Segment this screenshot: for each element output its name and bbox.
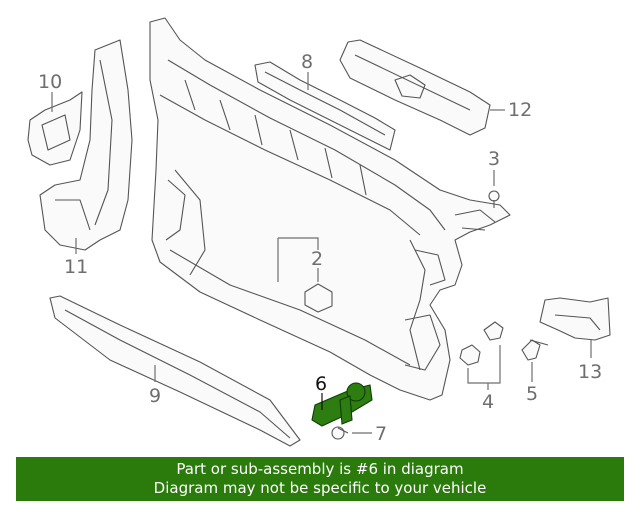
callout-5: 5 — [526, 383, 538, 405]
callout-2: 2 — [311, 248, 323, 270]
part-2-clip — [304, 283, 333, 313]
callout-9: 9 — [149, 385, 161, 407]
callout-12: 12 — [508, 99, 532, 121]
callout-11: 11 — [64, 256, 88, 278]
part-3-bolt — [488, 190, 500, 208]
part-13-bracket — [539, 297, 611, 341]
callout-7: 7 — [375, 423, 387, 445]
callout-8: 8 — [301, 51, 313, 73]
callout-10: 10 — [38, 71, 62, 93]
banner-line-2: Diagram may not be specific to your vehi… — [153, 479, 487, 497]
part-6-highlighted — [311, 382, 373, 427]
parts-diagram: 10 8 12 3 2 11 9 6 7 4 5 13 — [27, 17, 611, 447]
part-7-screw — [331, 426, 349, 440]
part-11-side-panel — [39, 39, 133, 251]
callout-3: 3 — [488, 148, 500, 170]
part-12-cover — [339, 39, 491, 136]
leader-lines — [51, 72, 592, 434]
radiator-support-frame — [149, 17, 511, 401]
part-4-fasteners — [459, 321, 504, 366]
part-9-rail — [49, 295, 301, 447]
banner-line-1: Part or sub-assembly is #6 in diagram — [176, 460, 464, 478]
part-10-duct — [27, 91, 83, 166]
callout-4: 4 — [482, 391, 494, 413]
part-8-strip — [254, 61, 396, 151]
info-banner: Part or sub-assembly is #6 in diagram Di… — [16, 457, 624, 501]
callout-13: 13 — [578, 361, 602, 383]
part-5-clip — [521, 339, 549, 361]
callout-6: 6 — [315, 373, 327, 395]
